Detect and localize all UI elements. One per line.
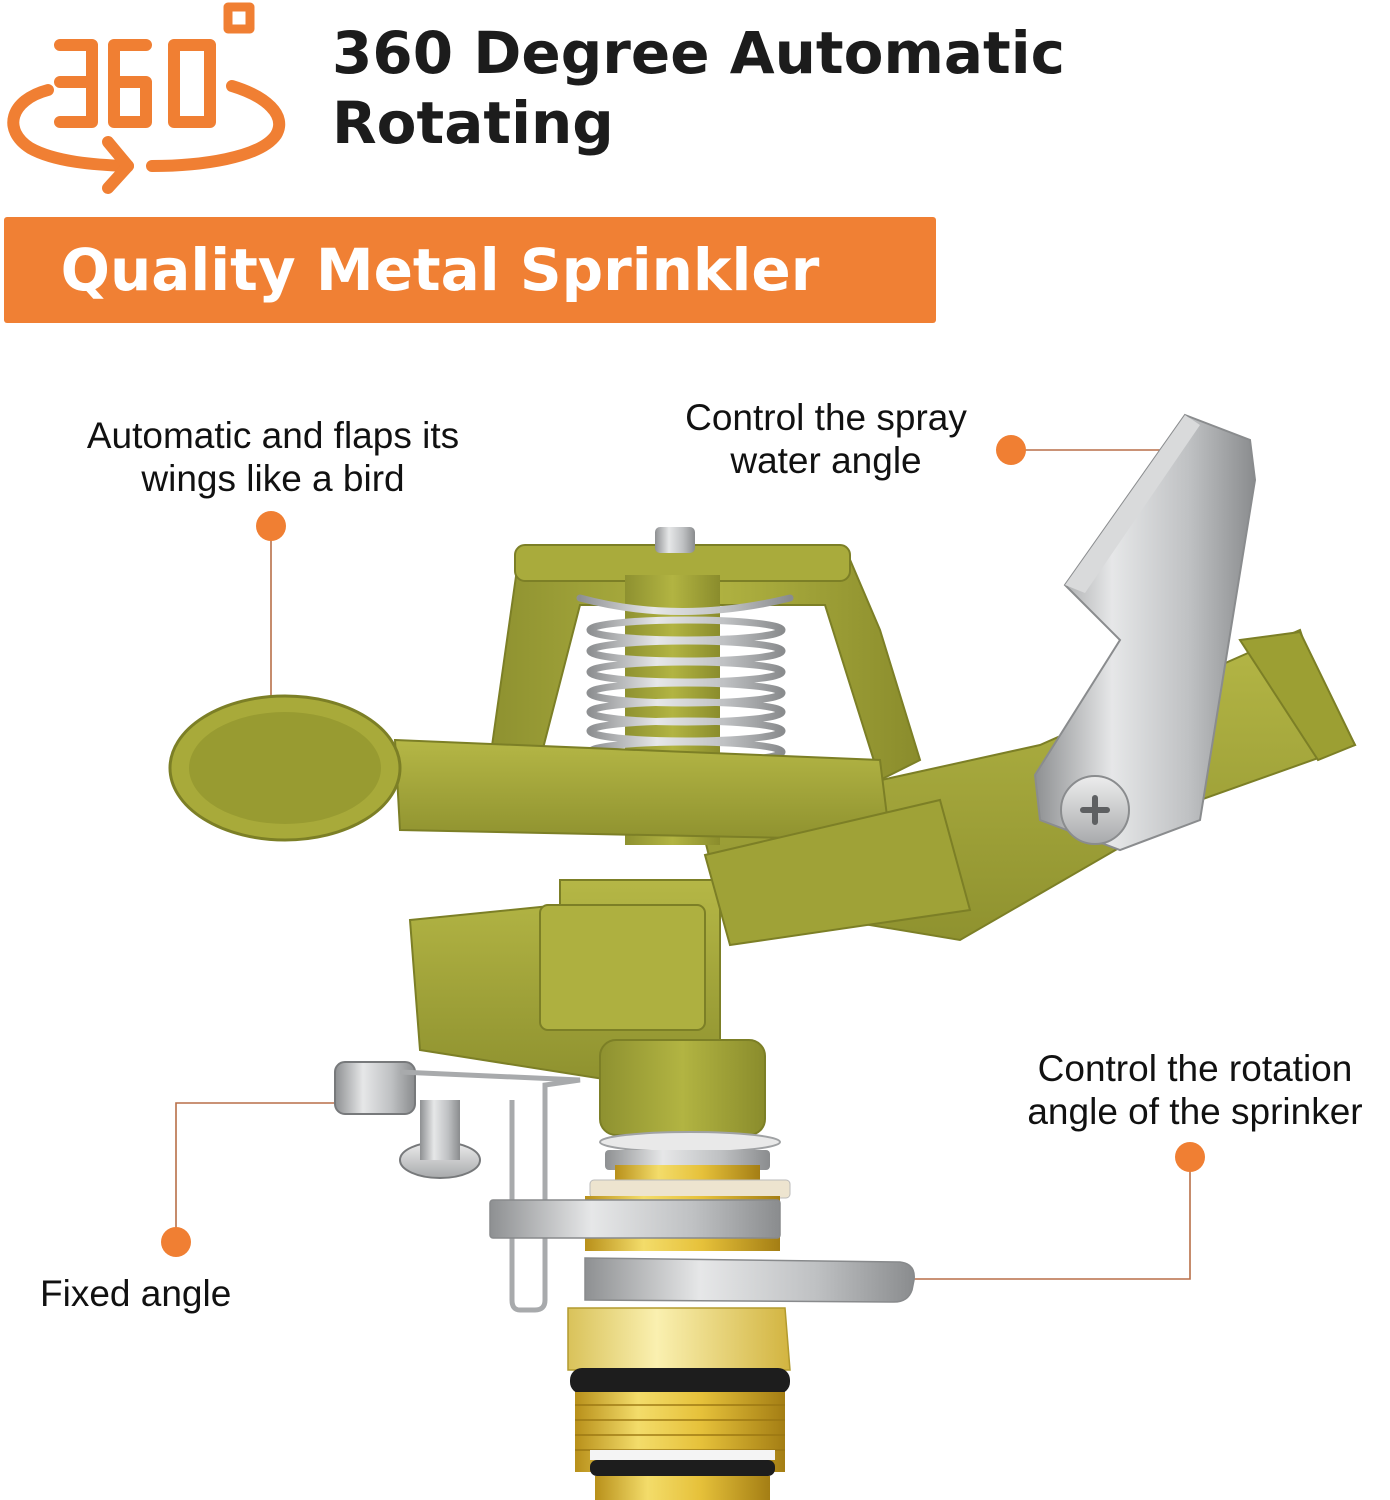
callout-rotation-angle: Control the rotation angle of the sprink… xyxy=(995,1047,1390,1133)
callout-line: Control the rotation xyxy=(1037,1048,1353,1089)
callout-line: Control the spray xyxy=(685,397,967,438)
callout-line: water angle xyxy=(730,440,922,481)
callout-dot-wings xyxy=(256,511,286,541)
callout-dot-spray-angle xyxy=(996,435,1026,465)
page-title: 360 Degree Automatic Rotating xyxy=(332,18,1152,158)
banner-label: Quality Metal Sprinkler xyxy=(60,236,820,304)
callout-spray-angle: Control the spray water angle xyxy=(650,396,1002,482)
callout-fixed-angle: Fixed angle xyxy=(40,1272,300,1315)
callout-wings: Automatic and flaps its wings like a bir… xyxy=(40,414,506,500)
callout-line: Fixed angle xyxy=(40,1273,232,1314)
callout-dot-rotation-angle xyxy=(1175,1142,1205,1172)
callout-line: Automatic and flaps its xyxy=(86,415,460,456)
title-line-2: Rotating xyxy=(332,89,614,157)
rotate-360-icon xyxy=(7,2,286,194)
title-line-1: 360 Degree Automatic xyxy=(332,19,1066,87)
callout-line: angle of the sprinker xyxy=(1027,1091,1363,1132)
banner-bg xyxy=(4,217,936,323)
callout-dot-fixed-angle xyxy=(161,1227,191,1257)
callout-line: wings like a bird xyxy=(141,458,405,499)
quality-banner: Quality Metal Sprinkler xyxy=(4,217,936,323)
